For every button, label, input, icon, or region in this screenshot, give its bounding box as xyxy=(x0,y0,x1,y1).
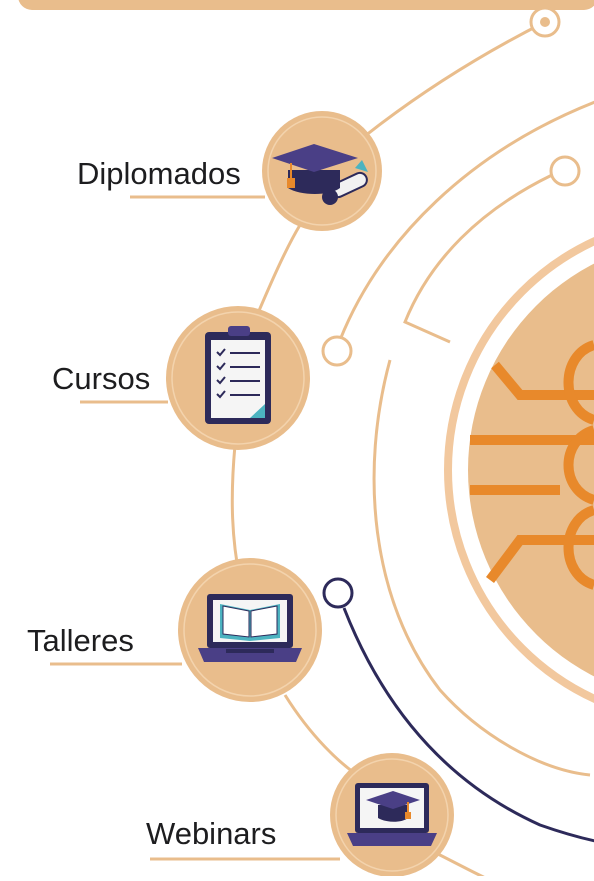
connector-path xyxy=(230,20,546,881)
label-webinars: Webinars xyxy=(146,816,277,851)
laptop-graduation-cap-icon xyxy=(347,783,437,846)
node-arc-second xyxy=(549,155,581,187)
clipboard-checklist-icon xyxy=(205,326,271,424)
arc-second xyxy=(403,173,553,344)
label-talleres: Talleres xyxy=(27,623,134,658)
arc-outer xyxy=(338,100,594,341)
node-navy xyxy=(322,577,354,609)
brain-circuit-icon xyxy=(470,340,594,590)
laptop-open-book-icon xyxy=(198,594,302,662)
top-banner xyxy=(18,0,594,10)
arc-navy xyxy=(342,607,594,843)
arc-third xyxy=(372,359,591,777)
label-cursos: Cursos xyxy=(52,361,151,396)
label-diplomados: Diplomados xyxy=(77,156,241,191)
node-arc-outer xyxy=(321,335,353,367)
graduation-cap-diploma-icon xyxy=(272,144,368,205)
